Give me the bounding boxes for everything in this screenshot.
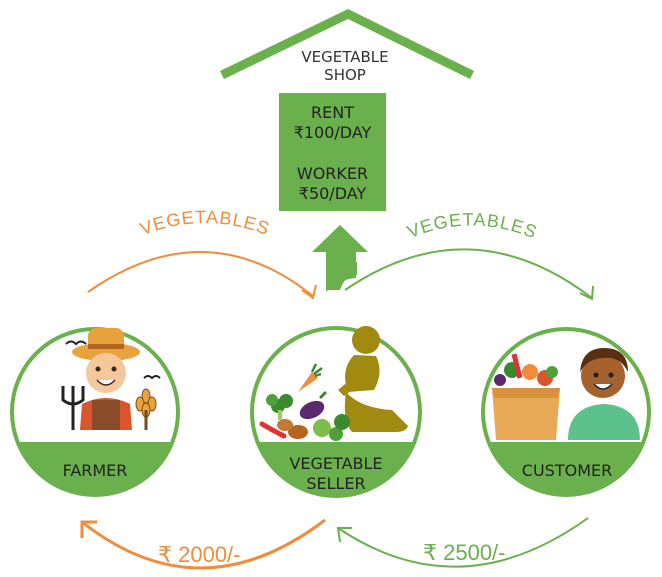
shop-costs-box: RENT ₹100/DAY WORKER ₹50/DAY bbox=[279, 93, 386, 211]
seller-label-line2: SELLER bbox=[306, 474, 366, 493]
up-arrow-icon bbox=[312, 225, 368, 292]
money-label-left: ₹ 2000/- bbox=[158, 542, 241, 567]
customer-label: CUSTOMER bbox=[505, 461, 629, 481]
customer-label-text: CUSTOMER bbox=[521, 461, 613, 480]
customer-icon bbox=[568, 348, 640, 440]
rent-label: RENT bbox=[311, 103, 354, 122]
vegetables-icon bbox=[259, 363, 350, 441]
seller-label-line1: VEGETABLE bbox=[289, 454, 383, 473]
vegetables-arrow-left bbox=[87, 251, 314, 297]
flow-label-top-left: VEGETABLES bbox=[137, 207, 272, 239]
farmer-node bbox=[10, 327, 180, 497]
rent-value: ₹100/DAY bbox=[293, 123, 372, 142]
farmer-label-text: FARMER bbox=[62, 461, 128, 480]
farmer-icon bbox=[61, 328, 161, 430]
vegetables-arrow-right bbox=[344, 248, 593, 299]
shop-title-line2: SHOP bbox=[324, 66, 366, 84]
shop-title-line1: VEGETABLE bbox=[301, 48, 389, 66]
roof-icon bbox=[220, 8, 474, 80]
worker-label: WORKER bbox=[296, 164, 369, 183]
farmer-label: FARMER bbox=[40, 461, 150, 481]
money-label-right: ₹ 2500/- bbox=[423, 540, 506, 565]
shop-title: VEGETABLE SHOP bbox=[282, 48, 408, 84]
seller-label: VEGETABLE SELLER bbox=[270, 454, 402, 494]
grocery-bag-icon bbox=[492, 353, 560, 440]
customer-node bbox=[481, 327, 651, 497]
money-arrow-right bbox=[337, 517, 589, 568]
flow-label-top-right: VEGETABLES bbox=[404, 209, 540, 242]
money-arrow-left bbox=[81, 518, 326, 570]
seller-icon bbox=[338, 326, 408, 432]
worker-value: ₹50/DAY bbox=[298, 184, 367, 203]
